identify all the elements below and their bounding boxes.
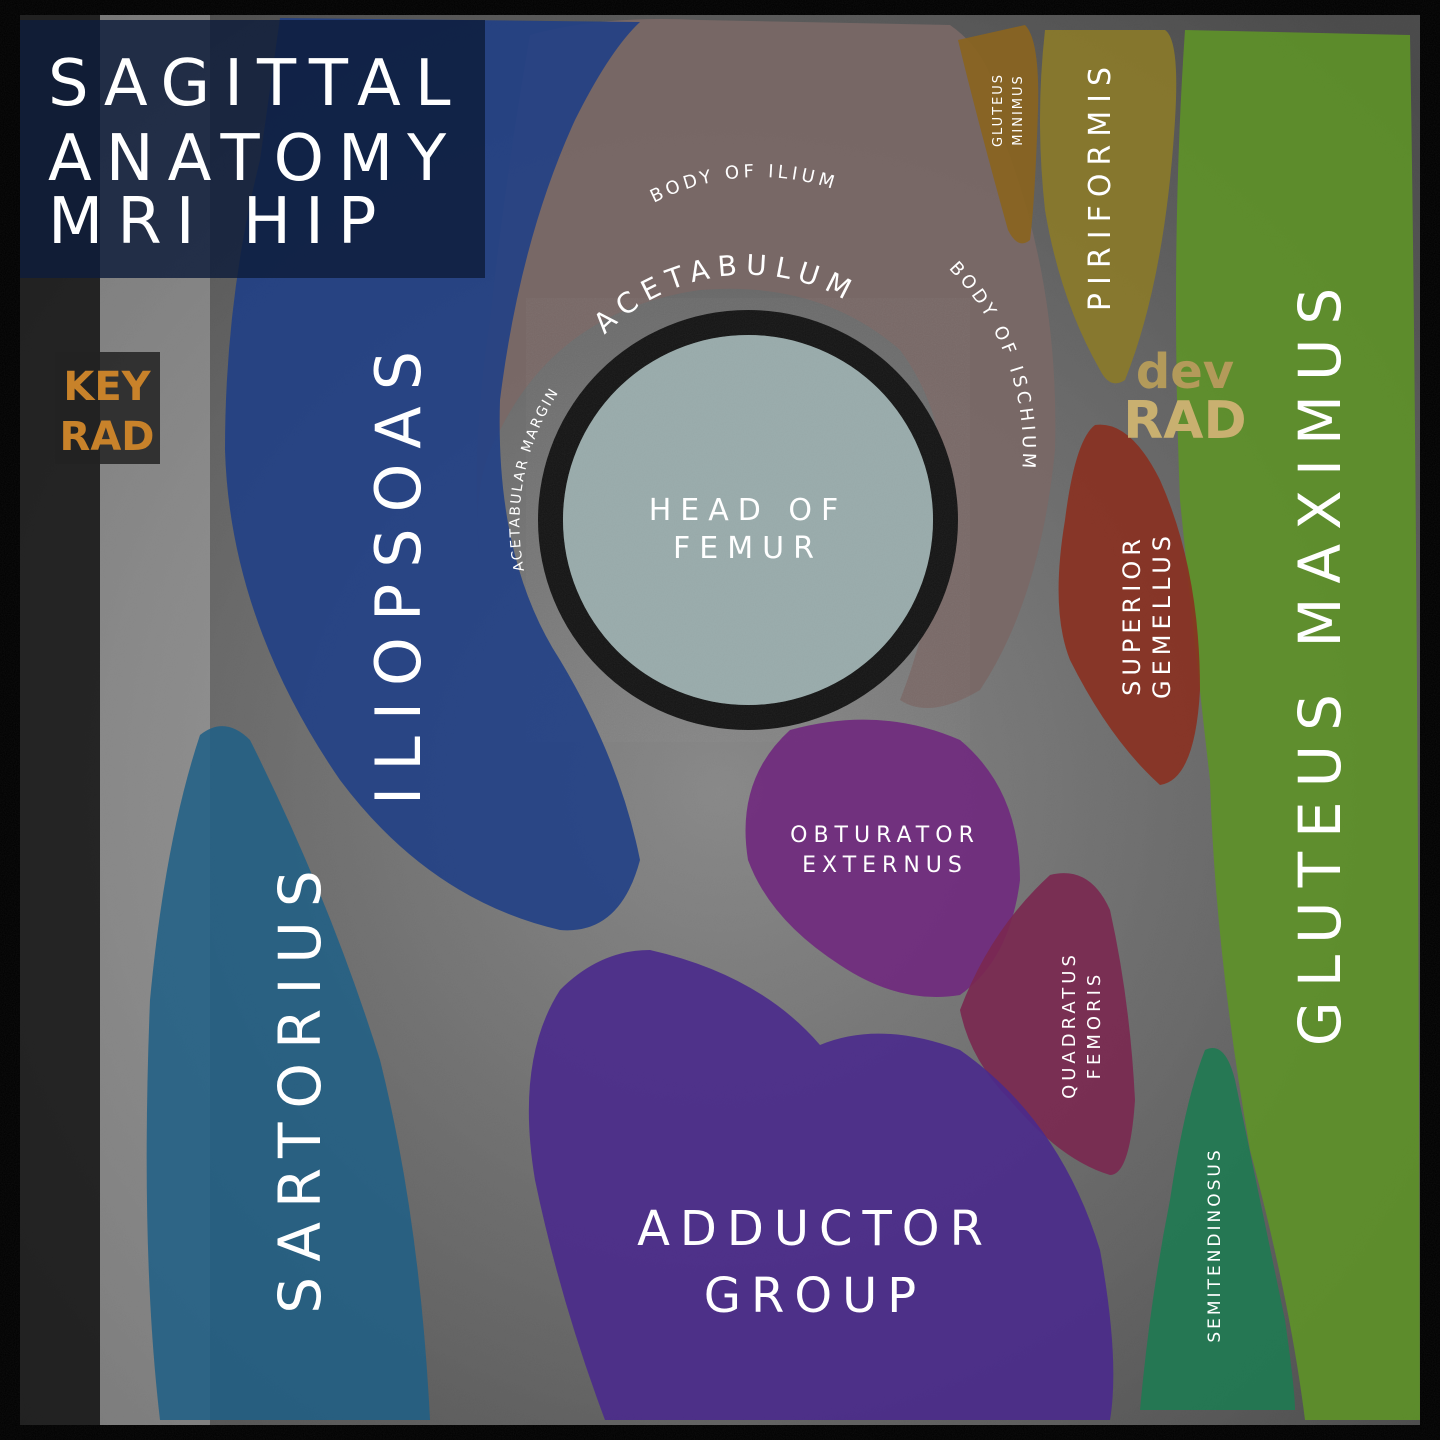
dev-rad-logo-line-2: RAD xyxy=(1123,391,1246,451)
label-gluteus-minimus-line-1: GLUTEUS xyxy=(991,73,1006,147)
label-gluteus-maximus: GLUTEUS MAXIMUS xyxy=(1286,274,1354,1046)
label-sartorius: SARTORIUS xyxy=(266,856,334,1313)
dev-rad-logo-line-1: dev xyxy=(1136,344,1234,400)
label-superior-gemellus-line-1: SUPERIOR xyxy=(1118,534,1146,696)
obturator-externus-region xyxy=(745,719,1020,997)
adductor-group-region xyxy=(528,950,1114,1420)
label-iliopsoas: ILIOPSOAS xyxy=(362,335,435,805)
label-head-of-femur-line-2: FEMUR xyxy=(673,531,823,566)
femoral-head-texture xyxy=(563,335,933,705)
label-piriformis: PIRIFORMIS xyxy=(1083,59,1118,311)
label-gluteus-minimus-line-2: MINIMUS xyxy=(1011,74,1026,146)
label-quadratus-femoris-line-2: FEMORIS xyxy=(1084,971,1105,1080)
title-line-2: ANATOMY xyxy=(48,122,460,196)
title-box xyxy=(20,20,485,278)
gluteus-maximus-region xyxy=(1176,30,1420,1420)
label-semitendinosus: SEMITENDINOSUS xyxy=(1205,1147,1225,1342)
superior-gemellus-region xyxy=(1058,424,1200,785)
label-obturator-externus-line-2: EXTERNUS xyxy=(802,853,968,878)
label-obturator-externus-line-1: OBTURATOR xyxy=(790,823,980,848)
label-superior-gemellus-line-2: GEMELLUS xyxy=(1148,531,1176,699)
key-rad-logo-line-1: KEY xyxy=(63,364,151,410)
pelvic-bone xyxy=(476,19,1056,708)
label-head-of-femur-line-1: HEAD OF xyxy=(649,493,848,528)
title-line-1: SAGITTAL xyxy=(48,47,464,121)
key-rad-logo-line-2: RAD xyxy=(60,414,155,460)
quadratus-femoris-region xyxy=(960,873,1135,1175)
key-rad-logo-box xyxy=(55,352,160,464)
title-line-3: MRI HIP xyxy=(48,185,391,259)
label-quadratus-femoris-line-1: QUADRATUS xyxy=(1059,951,1080,1099)
label-adductor-group-line-2: GROUP xyxy=(704,1268,926,1324)
label-adductor-group-line-1: ADDUCTOR xyxy=(637,1201,993,1257)
sartorius-region xyxy=(146,726,430,1420)
semitendinosus-region xyxy=(1140,1048,1295,1410)
piriformis-region xyxy=(1040,30,1177,384)
gluteus-minimus-region xyxy=(958,25,1039,244)
